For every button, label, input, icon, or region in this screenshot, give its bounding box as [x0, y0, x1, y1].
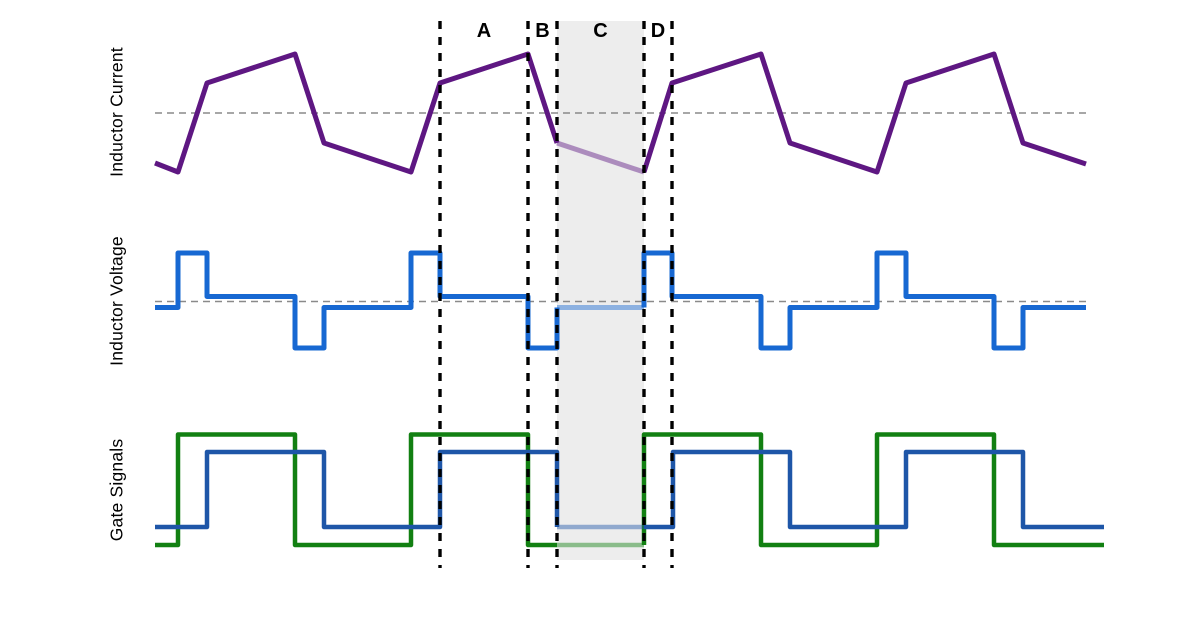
region-label-d: D [650, 20, 666, 42]
region-label-b: B [535, 20, 550, 42]
inductor-current-faded-segment [556, 140, 645, 175]
region-label-a: A [476, 20, 492, 42]
gate-signal-green-segment-2 [641, 432, 1104, 548]
gate-signal-blue-segment-0 [155, 449, 560, 530]
ylabel-inductor-current: Inductor Current [106, 47, 127, 177]
ylabel-inductor-voltage: Inductor Voltage [106, 236, 127, 366]
ylabel-gate-signals: Gate Signals [106, 438, 127, 542]
region-label-c: C [593, 20, 608, 42]
inductor-voltage-segment-0 [155, 250, 560, 351]
inductor-current-segment-2 [641, 51, 1087, 175]
inductor-voltage-segment-2 [641, 250, 1086, 351]
interval-c-shade [557, 21, 644, 560]
inductor-current-segment-0 [154, 51, 560, 175]
gate-signal-blue-segment-2 [644, 449, 1104, 530]
